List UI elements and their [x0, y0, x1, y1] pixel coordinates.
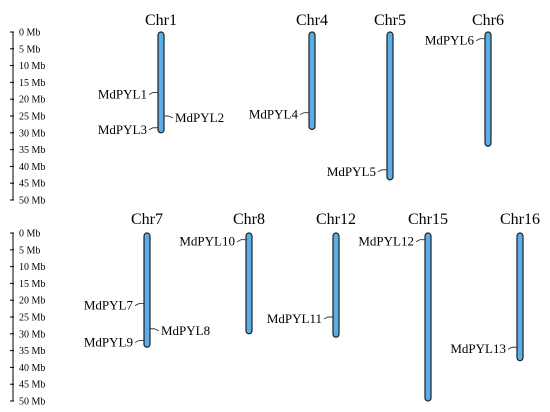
scale-tick-label: 0 Mb: [19, 28, 40, 39]
gene-leader-line: [134, 340, 144, 343]
chromosome-label: Chr5: [374, 12, 406, 29]
scale-tick-label: 40 Mb: [19, 162, 45, 173]
gene-leader-line: [323, 316, 333, 320]
scale-tick-label: 40 Mb: [19, 363, 45, 374]
chromosome-label: Chr4: [296, 12, 328, 29]
gene-label: MdPYL5: [327, 164, 376, 179]
scale-tick-label: 50 Mb: [19, 196, 45, 207]
scale-tick-label: 10 Mb: [19, 262, 45, 273]
panel-top: 0 Mb 5 Mb 10 Mb 15 Mb 20 Mb 25 Mb 30 Mb 35 Mb 40…: [10, 12, 504, 207]
chromosome-label: Chr7: [131, 211, 163, 228]
gene-label: MdPYL9: [84, 335, 133, 350]
scale-tick-label: 30 Mb: [19, 329, 45, 340]
chromosome-bar: [245, 232, 253, 335]
gene-label: MdPYL13: [450, 341, 506, 356]
gene-label: MdPYL11: [267, 311, 322, 326]
gene-label: MdPYL2: [175, 110, 224, 125]
scale-tick-label: 30 Mb: [19, 128, 45, 139]
gene-label: MdPYL8: [161, 323, 210, 338]
chromosome-bar: [332, 232, 340, 338]
scale-tick-label: 10 Mb: [19, 61, 45, 72]
scale-tick-label: 50 Mb: [19, 397, 45, 408]
chromosome-label: Chr12: [316, 211, 356, 228]
scale-tick-label: 35 Mb: [19, 346, 45, 357]
panel-bottom: 0 Mb 5 Mb 10 Mb 15 Mb 20 Mb 25 Mb 30 Mb 35 Mb 40…: [10, 211, 540, 408]
gene-leader-line: [475, 38, 485, 42]
chromosome-label: Chr6: [472, 12, 504, 29]
gene-leader-line: [415, 239, 425, 243]
gene-leader-line: [134, 303, 144, 306]
scale-tick-label: 45 Mb: [19, 380, 45, 391]
chromosome-bar: [308, 31, 316, 131]
scale-tick-label: 20 Mb: [19, 95, 45, 106]
gene-leader-line: [150, 328, 160, 332]
gene-leader-line: [299, 112, 309, 116]
scale-tick-label: 15 Mb: [19, 279, 45, 290]
chromosome-label: Chr15: [408, 211, 448, 228]
scale-tick-label: 35 Mb: [19, 145, 45, 156]
chromosome-label: Chr16: [500, 211, 540, 228]
gene-leader-line: [507, 346, 517, 350]
scale-tick-label: 0 Mb: [19, 229, 40, 240]
gene-label: MdPYL7: [84, 298, 134, 313]
gene-leader-line: [148, 92, 158, 95]
gene-leader-line: [148, 127, 158, 131]
scale-tick-label: 5 Mb: [19, 245, 40, 256]
scale-tick-label: 45 Mb: [19, 179, 45, 190]
scale-tick-label: 20 Mb: [19, 296, 45, 307]
gene-label: MdPYL10: [179, 234, 235, 249]
scale-tick-label: 25 Mb: [19, 112, 45, 123]
gene-leader-line: [164, 115, 174, 119]
chromosome-bar: [386, 31, 394, 181]
chromosome-bar: [143, 232, 151, 348]
scale-tick-label: 25 Mb: [19, 313, 45, 324]
chromosome-bar: [424, 232, 432, 402]
chromosome-label: Chr8: [233, 211, 265, 228]
gene-label: MdPYL3: [98, 122, 147, 137]
chromosome-bar: [157, 31, 165, 134]
scale-tick-label: 5 Mb: [19, 44, 40, 55]
gene-label: MdPYL6: [425, 33, 475, 48]
gene-label: MdPYL1: [98, 86, 147, 101]
gene-leader-line: [236, 239, 246, 243]
gene-label: MdPYL4: [249, 107, 299, 122]
chromosome-bar: [484, 31, 492, 147]
gene-label: MdPYL12: [358, 234, 414, 249]
scale-tick-label: 15 Mb: [19, 78, 45, 89]
chromosome-label: Chr1: [145, 12, 177, 29]
chromosome-bar: [516, 232, 524, 362]
gene-leader-line: [377, 169, 387, 173]
